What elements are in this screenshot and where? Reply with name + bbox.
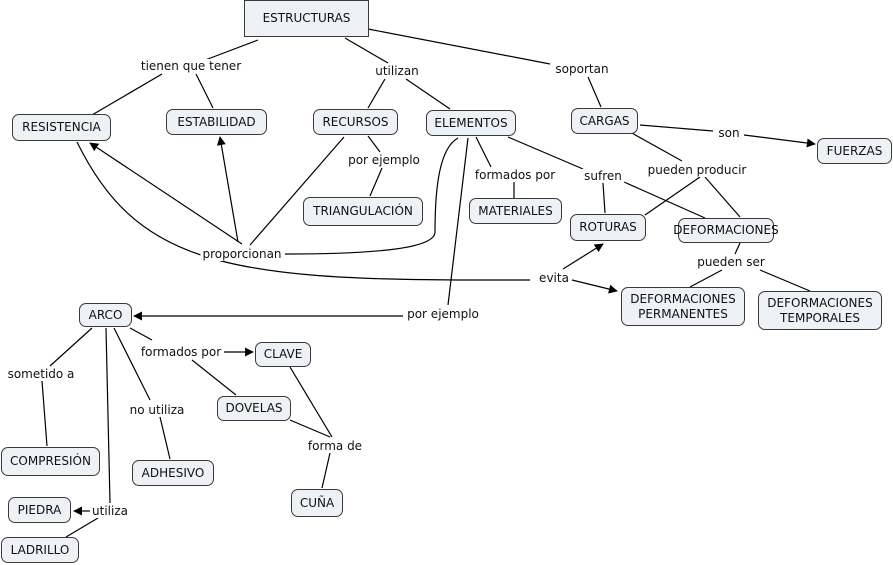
line-clave-forma-de bbox=[289, 366, 333, 438]
line-sufren-deformaciones bbox=[623, 181, 706, 219]
line-tienen-resistencia bbox=[91, 73, 163, 116]
concept-piedra[interactable]: PIEDRA bbox=[8, 497, 71, 523]
link-proporcionan: proporcionan bbox=[200, 247, 284, 261]
line-arco-sometido bbox=[49, 327, 93, 367]
link-utilizan: utilizan bbox=[373, 64, 421, 78]
link-por-ejemplo-2: por ejemplo bbox=[405, 307, 481, 321]
line-dovelas-forma-de bbox=[289, 419, 331, 438]
arrow-proporcionan-resistencia bbox=[89, 142, 243, 245]
arrow-evita-def-permanentes bbox=[571, 279, 618, 294]
link-por-ejemplo-1: por ejemplo bbox=[346, 153, 422, 167]
link-sufren: sufren bbox=[582, 169, 624, 183]
concept-triangulacion[interactable]: TRIANGULACIÓN bbox=[303, 197, 423, 226]
concept-roturas[interactable]: ROTURAS bbox=[570, 214, 646, 241]
concept-estructuras[interactable]: ESTRUCTURAS bbox=[244, 0, 369, 37]
link-utiliza: utiliza bbox=[90, 504, 130, 518]
line-formados-dovelas bbox=[191, 359, 237, 396]
link-sometido-a: sometido a bbox=[5, 367, 77, 381]
line-elementos-formados bbox=[475, 136, 492, 168]
line-recursos-proporcionan bbox=[249, 136, 345, 246]
line-estructuras-tienen bbox=[199, 39, 259, 63]
concept-resistencia[interactable]: RESISTENCIA bbox=[12, 114, 111, 141]
concept-clave[interactable]: CLAVE bbox=[255, 342, 311, 367]
line-soportan-cargas bbox=[587, 76, 602, 108]
line-arco-no-utiliza bbox=[113, 327, 151, 401]
line-pueden-ser-permanentes bbox=[689, 269, 723, 288]
line-pueden-producir-roturas bbox=[644, 176, 701, 216]
arrow-son-fuerzas bbox=[743, 134, 816, 148]
line-sometido-compresion bbox=[41, 380, 48, 447]
line-sufren-roturas bbox=[602, 182, 606, 214]
line-pueden-ser-temporales bbox=[759, 269, 811, 292]
line-utilizan-recursos bbox=[367, 78, 386, 109]
line-forma-de-cuna bbox=[321, 452, 331, 489]
concept-recursos[interactable]: RECURSOS bbox=[313, 109, 398, 135]
concept-deformaciones-temporales[interactable]: DEFORMACIONES TEMPORALES bbox=[758, 291, 882, 330]
link-formados-por-2: formados por bbox=[138, 345, 224, 359]
line-arco-formados bbox=[129, 327, 153, 341]
concept-compresion[interactable]: COMPRESIÓN bbox=[1, 447, 100, 476]
arrow-evita-roturas bbox=[562, 243, 604, 270]
line-cargas-son bbox=[639, 124, 714, 132]
line-deformaciones-pueden-ser bbox=[734, 242, 741, 255]
concept-dovelas[interactable]: DOVELAS bbox=[217, 396, 291, 421]
line-estructuras-utilizan bbox=[344, 37, 389, 64]
line-elementos-sufren bbox=[507, 136, 584, 170]
link-tienen-que-tener: tienen que tener bbox=[138, 59, 244, 73]
concept-adhesivo[interactable]: ADHESIVO bbox=[132, 460, 214, 486]
concept-deformaciones-permanentes[interactable]: DEFORMACIONES PERMANENTES bbox=[621, 287, 745, 326]
line-elementos-por-ejemplo bbox=[447, 137, 469, 306]
line-estructuras-soportan bbox=[367, 28, 551, 65]
concept-fuerzas[interactable]: FUERZAS bbox=[817, 138, 892, 164]
line-pueden-producir-deformaciones bbox=[704, 176, 741, 218]
line-recursos-por-ejemplo bbox=[367, 135, 381, 153]
line-utiliza-ladrillo bbox=[65, 517, 99, 538]
concept-ladrillo[interactable]: LADRILLO bbox=[1, 537, 79, 563]
link-no-utiliza: no utiliza bbox=[127, 403, 187, 417]
arrow-proporcionan-estabilidad bbox=[216, 136, 239, 243]
link-son: son bbox=[716, 126, 742, 140]
concept-cargas[interactable]: CARGAS bbox=[571, 108, 638, 134]
concept-estabilidad[interactable]: ESTABILIDAD bbox=[166, 109, 267, 135]
link-forma-de: forma de bbox=[305, 439, 365, 453]
line-tienen-estabilidad bbox=[195, 73, 214, 109]
line-por-ejemplo-triangulacion bbox=[369, 167, 383, 197]
line-utilizan-elementos bbox=[405, 78, 451, 110]
concept-elementos[interactable]: ELEMENTOS bbox=[426, 110, 516, 136]
line-arco-utiliza bbox=[105, 327, 111, 504]
link-formados-por-1: formados por bbox=[472, 168, 558, 182]
concept-materiales[interactable]: MATERIALES bbox=[469, 198, 562, 224]
link-evita: evita bbox=[537, 271, 571, 285]
line-cargas-pueden-producir bbox=[629, 131, 683, 162]
link-pueden-ser: pueden ser bbox=[695, 255, 767, 269]
concept-arco[interactable]: ARCO bbox=[79, 303, 132, 327]
line-no-utiliza-adhesivo bbox=[159, 416, 171, 460]
concept-cuna[interactable]: CUÑA bbox=[291, 489, 343, 517]
line-elementos-proporcionan bbox=[284, 137, 459, 255]
link-pueden-producir: pueden producir bbox=[645, 163, 749, 177]
concept-deformaciones[interactable]: DEFORMACIONES bbox=[673, 218, 779, 243]
link-soportan: soportan bbox=[553, 62, 611, 76]
